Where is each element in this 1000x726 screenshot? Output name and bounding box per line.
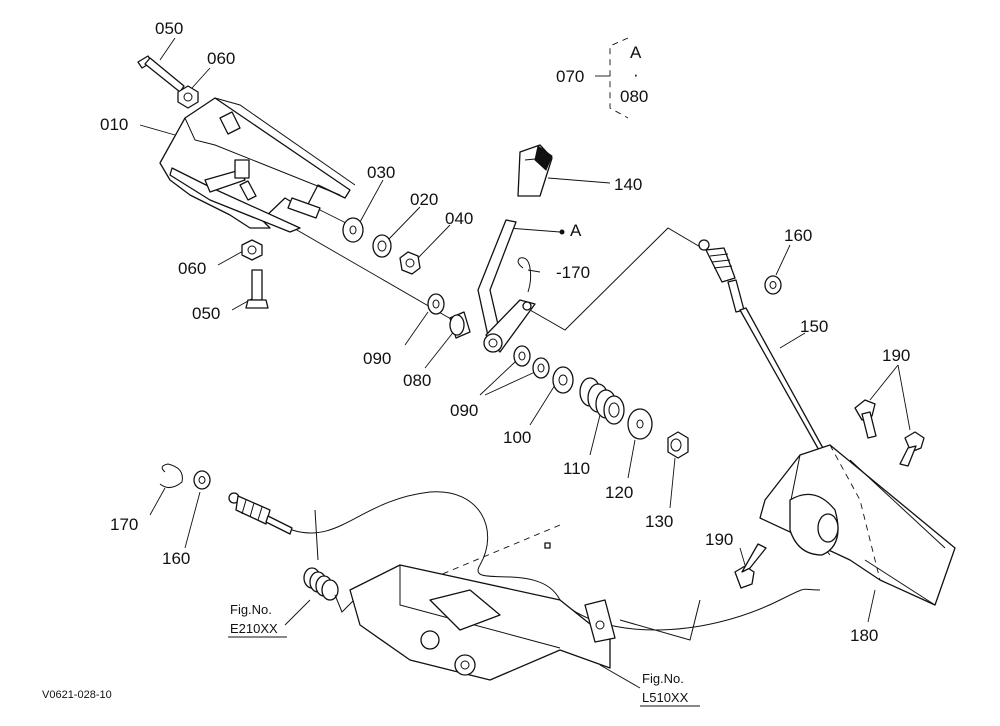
spring-e210xx	[303, 509, 357, 613]
fig-ref-l510xx: Fig.No. L510XX	[640, 671, 700, 707]
bracket-top-a: A	[630, 43, 642, 62]
cable-end-left	[228, 492, 293, 535]
washer-090-lower-2	[532, 357, 550, 379]
label-150: 150	[800, 317, 828, 336]
label-a-marker: A	[570, 221, 582, 240]
label-090-lower: 090	[450, 401, 478, 420]
nut-060-top	[177, 85, 199, 109]
clip-170-left	[159, 463, 183, 488]
washer-160-left	[193, 470, 211, 490]
bracket-010	[159, 97, 356, 233]
label-100: 100	[503, 428, 531, 447]
bolt-190-bottom	[734, 543, 767, 589]
label-110: 110	[563, 459, 590, 478]
washer-090-upper	[427, 293, 445, 315]
label-170-left: 170	[110, 515, 138, 534]
bushing-080	[449, 311, 471, 339]
label-130: 130	[645, 512, 673, 531]
part-labels: 050 060 010 030 020 040 060 050 090 080 …	[100, 19, 910, 645]
stud-bolt	[287, 197, 321, 219]
fig-ref-e210xx: Fig.No. E210XX	[228, 602, 287, 638]
hidden-cable	[439, 524, 561, 576]
fig-ref-e210xx-label: Fig.No.	[230, 602, 272, 617]
label-140: 140	[614, 175, 642, 194]
bolt-190-top-left	[854, 399, 877, 439]
lockwasher-020	[372, 234, 392, 258]
label-160-left: 160	[162, 549, 190, 568]
nut-060-bottom	[241, 239, 263, 261]
leader-lines	[139, 37, 911, 689]
label-190-top: 190	[882, 346, 910, 365]
cover-180	[759, 444, 956, 606]
label-160-right: 160	[784, 226, 812, 245]
doc-code: V0621-028-10	[42, 689, 112, 701]
label-010: 010	[100, 115, 128, 134]
label-070: 070	[556, 67, 584, 86]
spring-110	[579, 377, 625, 425]
fig-ref-e210xx-code: E210XX	[230, 621, 278, 636]
label-190-bottom: 190	[705, 530, 733, 549]
label-060-top: 060	[207, 49, 235, 68]
label-020: 020	[410, 190, 438, 209]
label-080: 080	[403, 371, 431, 390]
label-170-right: -170	[556, 263, 590, 282]
washer-090-lower-1	[513, 345, 531, 367]
label-050-top: 050	[155, 19, 183, 38]
label-050-bottom: 050	[192, 304, 220, 323]
label-060-bottom: 060	[178, 259, 206, 278]
bolt-050-top	[137, 55, 185, 93]
washer-030	[342, 217, 364, 243]
label-090-upper: 090	[363, 349, 391, 368]
label-120: 120	[605, 483, 633, 502]
nut-040	[399, 251, 421, 275]
bolt-190-top-right	[899, 431, 925, 467]
label-030: 030	[367, 163, 395, 182]
label-040: 040	[445, 209, 473, 228]
washer-120	[627, 408, 653, 440]
washer-160-right	[764, 275, 782, 295]
cable-routing	[291, 491, 821, 631]
frame-l510xx	[349, 542, 701, 681]
bracket-bottom-080: 080	[620, 87, 648, 106]
fig-ref-l510xx-label: Fig.No.	[642, 671, 684, 686]
bolt-050-bottom	[245, 269, 269, 309]
nut-130	[667, 431, 689, 459]
bracket-070	[595, 37, 629, 119]
cable-150	[698, 239, 825, 453]
fig-ref-l510xx-code: L510XX	[642, 690, 689, 705]
label-180: 180	[850, 626, 878, 645]
clip-170-right	[517, 257, 532, 293]
washer-100	[552, 366, 574, 394]
bracket-dot: ·	[633, 65, 639, 84]
lever-140	[477, 144, 553, 353]
